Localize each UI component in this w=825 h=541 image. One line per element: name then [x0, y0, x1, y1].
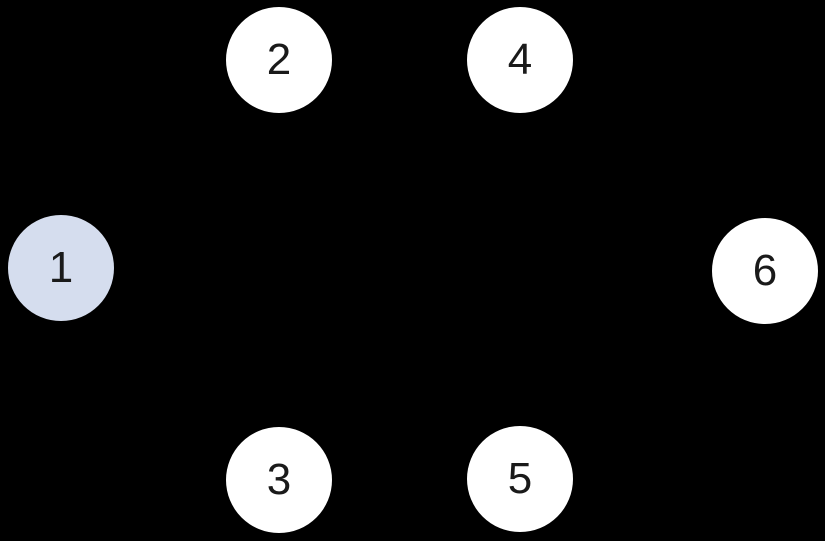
node-label-1: 1 — [48, 243, 74, 292]
graph-node-5: 5 — [467, 426, 573, 532]
graph-node-1: 1 — [8, 215, 114, 321]
graph-node-2: 2 — [226, 7, 332, 113]
graph-node-3: 3 — [226, 427, 332, 533]
node-label-6: 6 — [752, 246, 778, 295]
node-label-5: 5 — [507, 454, 533, 503]
node-label-3: 3 — [266, 455, 292, 504]
graph-node-6: 6 — [712, 218, 818, 324]
node-label-4: 4 — [507, 35, 533, 84]
node-label-2: 2 — [266, 35, 292, 84]
graph-node-4: 4 — [467, 7, 573, 113]
